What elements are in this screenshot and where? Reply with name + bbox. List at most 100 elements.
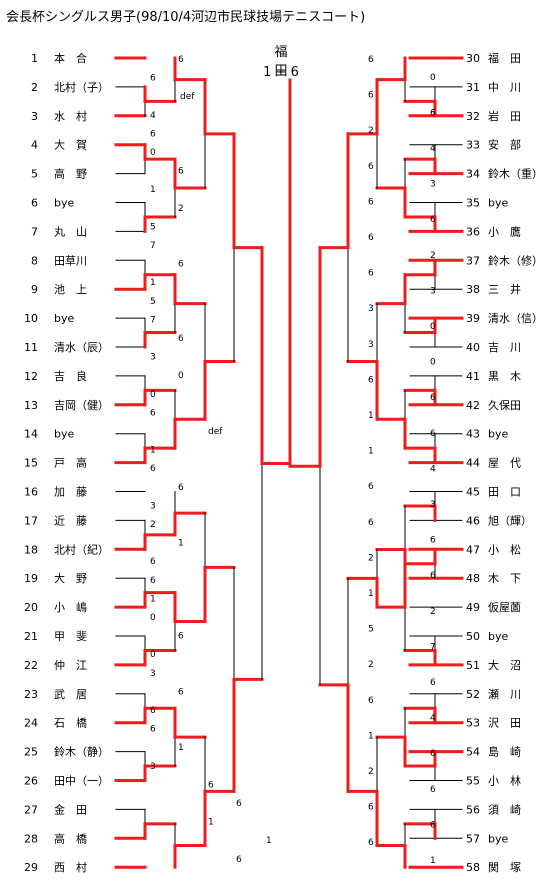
match-score: 1: [150, 278, 156, 288]
player-number: 53: [466, 717, 480, 730]
player-name: bye: [488, 832, 508, 845]
match-score: 2: [178, 204, 184, 214]
match-score: 6: [150, 706, 156, 716]
player-number: 27: [24, 803, 38, 816]
player-number: 8: [31, 254, 38, 267]
match-score: 6: [430, 108, 436, 118]
player-number: 40: [466, 341, 480, 354]
match-score: 6: [208, 780, 214, 790]
match-score: 6: [430, 215, 436, 225]
player-number: 55: [466, 775, 480, 788]
player-number: 39: [466, 312, 480, 325]
match-score: def: [208, 427, 223, 437]
player-number: 2: [31, 81, 38, 94]
player-number: 34: [466, 168, 480, 181]
player-number: 38: [466, 283, 480, 296]
match-score: 0: [150, 650, 156, 660]
player-number: 1: [31, 52, 38, 65]
match-score: 1: [178, 743, 184, 753]
match-score: 4: [430, 714, 436, 724]
match-score: 2: [430, 607, 436, 617]
player-number: 20: [24, 601, 38, 614]
match-score: 1: [208, 818, 214, 828]
final-score: 1 − 6: [263, 65, 299, 80]
match-score: 1: [368, 589, 374, 599]
player-name: bye: [488, 197, 508, 210]
match-score: 6: [368, 482, 374, 492]
player-number: 17: [24, 514, 38, 527]
player-number: 13: [24, 399, 38, 412]
player-number: 14: [24, 428, 38, 441]
player-name: 中 川: [488, 81, 521, 94]
player-number: 11: [24, 341, 38, 354]
player-name: 岩 田: [488, 109, 521, 123]
player-number: 47: [466, 543, 480, 556]
match-score: 6: [368, 518, 374, 528]
player-number: 56: [466, 803, 480, 816]
match-score: 5: [368, 625, 374, 635]
match-score: 6: [368, 55, 374, 65]
player-name: 北村（紀）: [54, 542, 109, 556]
player-number: 49: [466, 601, 480, 614]
match-score: 5: [150, 297, 156, 307]
match-score: 6: [178, 167, 184, 177]
player-name: 田中（一）: [54, 775, 109, 788]
player-number: 32: [466, 110, 480, 123]
match-score: 3: [150, 669, 156, 679]
player-name: 仮屋薗: [488, 601, 521, 614]
player-number: 46: [466, 514, 480, 527]
player-name: 小 鷹: [488, 224, 521, 238]
match-score: 5: [150, 222, 156, 232]
player-number: 12: [24, 370, 38, 383]
player-name: 吉 川: [488, 341, 521, 354]
player-number: 36: [466, 225, 480, 238]
player-name: 須 崎: [488, 802, 521, 816]
player-number: 42: [466, 399, 480, 412]
player-name: bye: [54, 312, 74, 325]
player-name: 大 賀: [54, 138, 87, 152]
match-score: 6: [150, 74, 156, 84]
player-name: 高 野: [54, 167, 87, 181]
match-score: 6: [430, 536, 436, 546]
player-name: 吉 良: [54, 369, 87, 383]
player-number: 43: [466, 428, 480, 441]
player-number: 26: [24, 775, 38, 788]
player-name: 福 田: [488, 51, 521, 65]
match-score: 6: [178, 260, 184, 270]
match-score: 0: [150, 613, 156, 623]
player-number: 4: [31, 139, 38, 152]
match-score: 6: [178, 687, 184, 697]
player-name: 丸 山: [54, 225, 87, 238]
player-name: 大 沼: [488, 658, 521, 672]
player-number: 45: [466, 486, 480, 499]
player-number: 29: [24, 861, 38, 874]
player-name: 本 合: [54, 51, 87, 65]
player-number: 16: [24, 486, 38, 499]
match-score: 3: [430, 500, 436, 510]
match-score: 6: [368, 197, 374, 207]
match-score: 3: [368, 340, 374, 350]
player-name: bye: [54, 428, 74, 441]
match-score: 6: [368, 803, 374, 813]
player-number: 52: [466, 688, 480, 701]
player-name: 小 松: [488, 542, 521, 556]
match-score: 1: [150, 185, 156, 195]
player-name: bye: [54, 197, 74, 210]
player-number: 58: [466, 861, 480, 874]
match-score: 4: [430, 464, 436, 474]
player-name: 小 林: [488, 774, 521, 788]
match-score: 1: [430, 856, 436, 866]
match-score: 0: [430, 358, 436, 368]
match-score: 6: [178, 483, 184, 493]
match-score: 2: [368, 767, 374, 777]
match-score: 2: [368, 660, 374, 670]
player-name: 屋 代: [488, 457, 521, 470]
match-score: 6: [368, 233, 374, 243]
player-name: 石 橋: [54, 716, 87, 730]
match-score: 6: [178, 334, 184, 344]
match-score: 6: [430, 571, 436, 581]
match-score: 6: [150, 408, 156, 418]
player-number: 10: [24, 312, 38, 325]
player-name: 旭（輝）: [488, 513, 532, 527]
